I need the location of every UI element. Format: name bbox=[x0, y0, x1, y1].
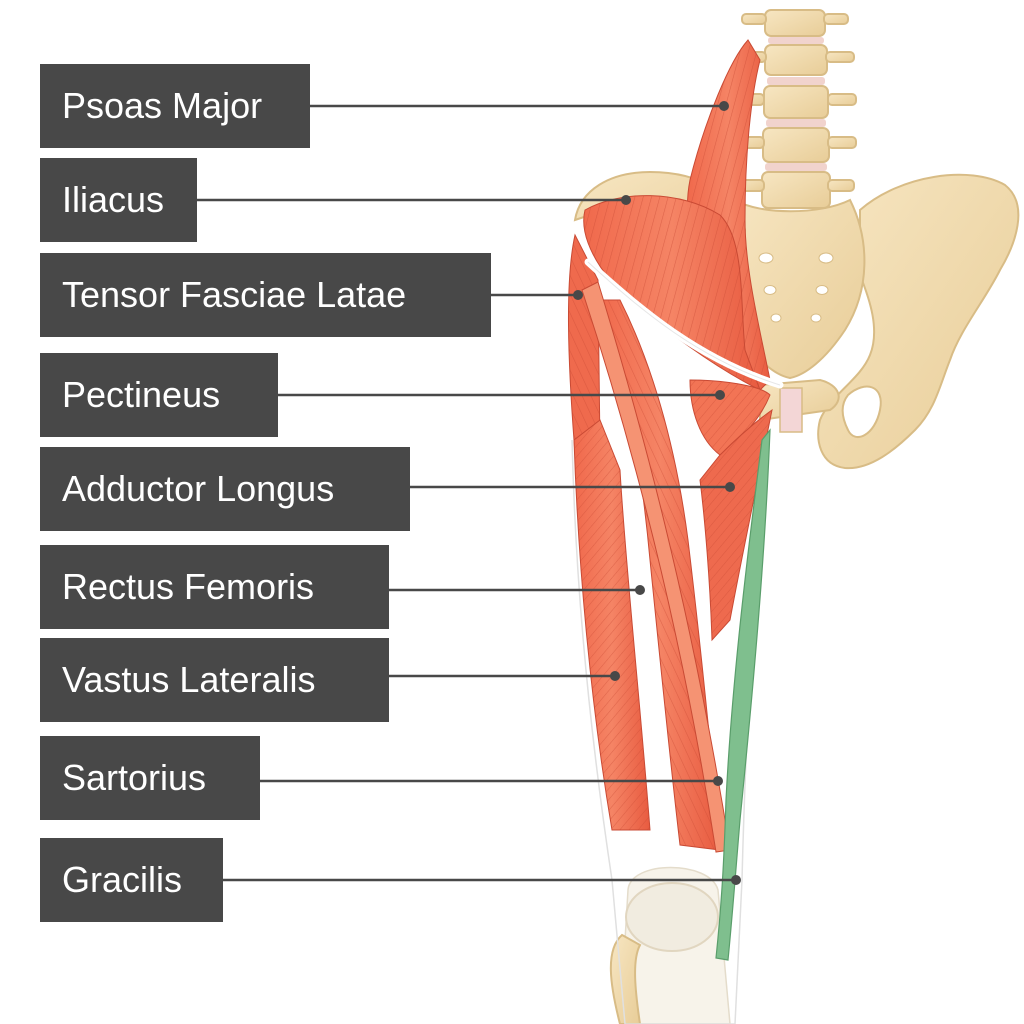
pubic-symphysis bbox=[779, 387, 803, 433]
label-text: Tensor Fasciae Latae bbox=[62, 274, 407, 315]
label-vastus-lateralis: Vastus Lateralis bbox=[40, 638, 389, 722]
patella bbox=[625, 882, 719, 952]
leader-dot-rectus-femoris bbox=[635, 585, 645, 595]
lumbar-spine bbox=[735, 9, 857, 209]
leader-dot-vastus-lateralis bbox=[610, 671, 620, 681]
leader-lines bbox=[197, 101, 741, 885]
leader-dot-adductor-longus bbox=[725, 482, 735, 492]
label-rectus-femoris: Rectus Femoris bbox=[40, 545, 389, 629]
leader-dot-gracilis bbox=[731, 875, 741, 885]
label-psoas-major: Psoas Major bbox=[40, 64, 310, 148]
leader-dot-pectineus bbox=[715, 390, 725, 400]
label-adductor-longus: Adductor Longus bbox=[40, 447, 410, 531]
label-text: Pectineus bbox=[62, 374, 221, 415]
label-iliacus: Iliacus bbox=[40, 158, 197, 242]
leader-dot-psoas-major bbox=[719, 101, 729, 111]
label-text: Iliacus bbox=[62, 179, 165, 220]
label-text: Vastus Lateralis bbox=[62, 659, 316, 700]
leader-dot-sartorius bbox=[713, 776, 723, 786]
leader-dot-tensor-fasciae-latae bbox=[573, 290, 583, 300]
knee-bones bbox=[609, 866, 731, 1024]
label-text: Gracilis bbox=[62, 859, 183, 900]
label-sartorius: Sartorius bbox=[40, 736, 260, 820]
sacral-foramina bbox=[758, 252, 834, 323]
gracilis-muscle bbox=[715, 428, 771, 961]
label-text: Rectus Femoris bbox=[62, 566, 315, 607]
label-gracilis: Gracilis bbox=[40, 838, 223, 922]
obturator-foramen bbox=[841, 385, 882, 439]
label-text: Psoas Major bbox=[62, 85, 263, 126]
label-text: Adductor Longus bbox=[62, 468, 335, 509]
tibia-fibula bbox=[609, 933, 642, 1024]
leader-dot-iliacus bbox=[621, 195, 631, 205]
label-tensor-fasciae-latae: Tensor Fasciae Latae bbox=[40, 253, 491, 337]
label-text: Sartorius bbox=[62, 757, 207, 798]
label-pectineus: Pectineus bbox=[40, 353, 278, 437]
muscles bbox=[567, 39, 784, 853]
